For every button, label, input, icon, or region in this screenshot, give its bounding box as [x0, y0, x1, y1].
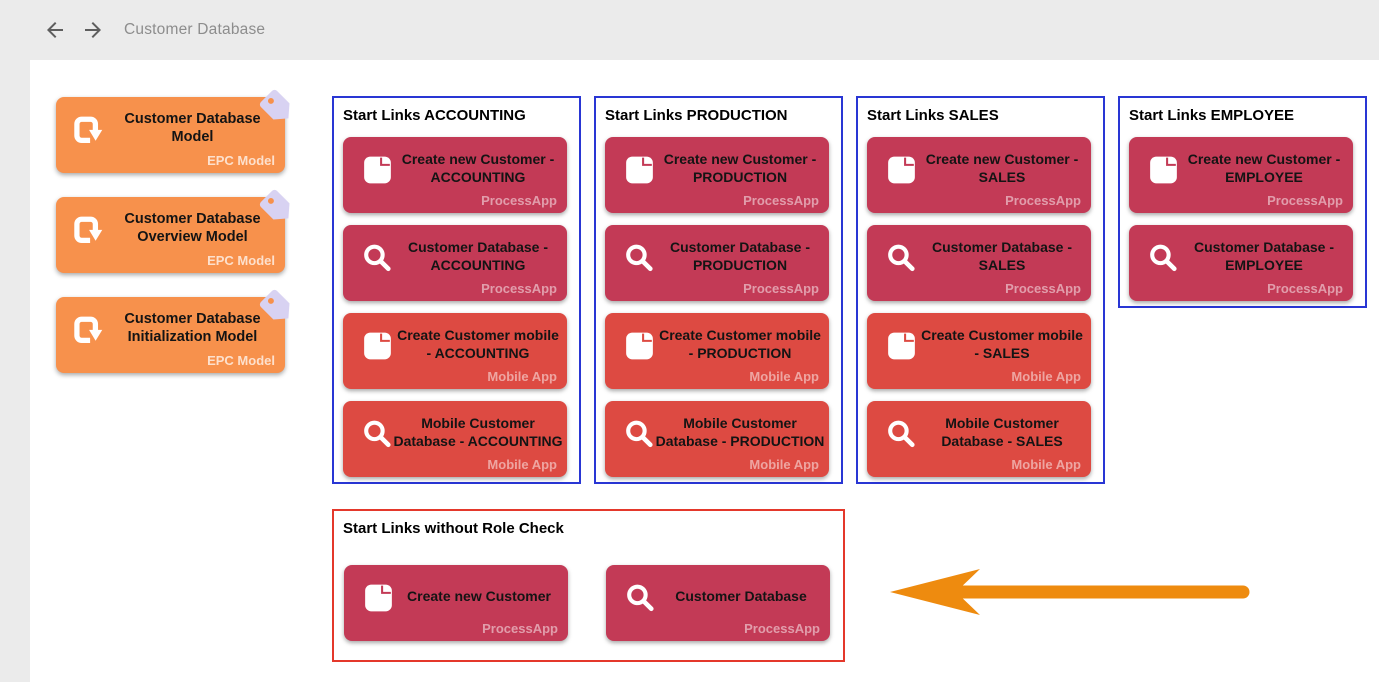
forward-button[interactable] [80, 17, 106, 43]
start-link-type-label: ProcessApp [481, 281, 557, 296]
group-title: Start Links SALES [867, 107, 999, 124]
tag-icon [256, 286, 298, 328]
search-icon [622, 579, 659, 621]
start-link-title: Create Customer mobile - SALES [921, 327, 1083, 361]
start-link-create-new-customer-production[interactable]: Create new Customer - PRODUCTION Process… [605, 137, 829, 213]
document-icon [359, 327, 396, 369]
epc-model-icon [69, 311, 107, 354]
start-link-title: Create new Customer - SALES [925, 151, 1079, 185]
page-title: Customer Database [124, 21, 266, 38]
group-title: Start Links ACCOUNTING [343, 107, 526, 124]
group-title: Start Links without Role Check [343, 520, 564, 537]
start-link-customer-database-sales[interactable]: Customer Database - SALES ProcessApp [867, 225, 1091, 301]
start-link-title: Mobile Customer Database - PRODUCTION [655, 415, 825, 449]
start-link-customer-database-production[interactable]: Customer Database - PRODUCTION ProcessAp… [605, 225, 829, 301]
model-type-label: EPC Model [207, 153, 275, 168]
document-icon [883, 327, 920, 369]
arrow-back-icon [47, 22, 63, 38]
document-icon [621, 327, 658, 369]
start-link-title: Customer Database - EMPLOYEE [1193, 239, 1335, 273]
group-accounting: Start Links ACCOUNTING Create new Custom… [332, 96, 581, 484]
start-link-customer-database-employee[interactable]: Customer Database - EMPLOYEE ProcessApp [1129, 225, 1353, 301]
start-link-type-label: Mobile App [749, 369, 819, 384]
model-type-label: EPC Model [207, 253, 275, 268]
start-link-title: Mobile Customer Database - ACCOUNTING [393, 415, 563, 449]
start-link-customer-database[interactable]: Customer Database ProcessApp [606, 565, 830, 641]
start-link-type-label: Mobile App [487, 369, 557, 384]
start-link-title: Create Customer mobile - PRODUCTION [659, 327, 821, 361]
group-production: Start Links PRODUCTION Create new Custom… [594, 96, 843, 484]
start-link-customer-database-accounting[interactable]: Customer Database - ACCOUNTING ProcessAp… [343, 225, 567, 301]
start-link-type-label: ProcessApp [1005, 193, 1081, 208]
start-link-title: Customer Database - ACCOUNTING [407, 239, 549, 273]
document-icon [883, 151, 920, 193]
document-icon [621, 151, 658, 193]
epc-model-icon [69, 211, 107, 254]
search-icon [359, 239, 396, 281]
start-link-mobile-customer-database-production[interactable]: Mobile Customer Database - PRODUCTION Mo… [605, 401, 829, 477]
start-link-type-label: Mobile App [1011, 369, 1081, 384]
search-icon [621, 239, 658, 281]
tag-icon [256, 86, 298, 128]
start-link-title: Create new Customer [407, 587, 551, 604]
start-link-type-label: Mobile App [749, 457, 819, 472]
document-icon [360, 579, 397, 621]
document-icon [359, 151, 396, 193]
search-icon [883, 239, 920, 281]
start-link-title: Mobile Customer Database - SALES [941, 415, 1063, 449]
start-link-mobile-customer-database-accounting[interactable]: Mobile Customer Database - ACCOUNTING Mo… [343, 401, 567, 477]
start-link-type-label: ProcessApp [743, 281, 819, 296]
start-link-title: Create new Customer - PRODUCTION [663, 151, 817, 185]
start-link-create-customer-mobile-sales[interactable]: Create Customer mobile - SALES Mobile Ap… [867, 313, 1091, 389]
start-link-type-label: ProcessApp [1267, 281, 1343, 296]
start-link-type-label: ProcessApp [743, 193, 819, 208]
start-link-type-label: ProcessApp [744, 621, 820, 636]
tag-icon [256, 186, 298, 228]
model-type-label: EPC Model [207, 353, 275, 368]
start-link-mobile-customer-database-sales[interactable]: Mobile Customer Database - SALES Mobile … [867, 401, 1091, 477]
start-link-title: Customer Database - SALES [931, 239, 1073, 273]
start-link-type-label: Mobile App [1011, 457, 1081, 472]
document-icon [1145, 151, 1182, 193]
group-sales: Start Links SALES Create new Customer - … [856, 96, 1105, 484]
start-link-title: Create new Customer - EMPLOYEE [1187, 151, 1341, 185]
start-link-type-label: ProcessApp [1005, 281, 1081, 296]
start-link-create-new-customer-employee[interactable]: Create new Customer - EMPLOYEE ProcessAp… [1129, 137, 1353, 213]
start-link-create-new-customer[interactable]: Create new Customer ProcessApp [344, 565, 568, 641]
start-link-type-label: ProcessApp [1267, 193, 1343, 208]
search-icon [883, 415, 920, 457]
start-link-type-label: ProcessApp [482, 621, 558, 636]
group-title: Start Links EMPLOYEE [1129, 107, 1295, 124]
group-title: Start Links PRODUCTION [605, 107, 788, 124]
orange-left-arrow-icon [888, 567, 1256, 617]
model-card-title: Customer Database Model [124, 110, 261, 145]
start-link-type-label: Mobile App [487, 457, 557, 472]
model-card-column: Customer Database Model EPC Model Custom… [56, 89, 290, 373]
start-link-title: Create new Customer - ACCOUNTING [401, 151, 555, 185]
model-card-customer-database-overview-model[interactable]: Customer Database Overview Model EPC Mod… [56, 189, 290, 273]
start-link-create-customer-mobile-accounting[interactable]: Create Customer mobile - ACCOUNTING Mobi… [343, 313, 567, 389]
start-link-create-new-customer-accounting[interactable]: Create new Customer - ACCOUNTING Process… [343, 137, 567, 213]
diagram-canvas: Customer Database Model EPC Model Custom… [30, 60, 1379, 682]
search-icon [621, 415, 658, 457]
search-icon [1145, 239, 1182, 281]
model-card-title: Customer Database Overview Model [124, 210, 261, 245]
model-card-customer-database-initialization-model[interactable]: Customer Database Initialization Model E… [56, 289, 290, 373]
topbar: Customer Database [0, 0, 1379, 60]
start-link-create-customer-mobile-production[interactable]: Create Customer mobile - PRODUCTION Mobi… [605, 313, 829, 389]
model-card-title: Customer Database Initialization Model [124, 310, 261, 345]
model-card-customer-database-model[interactable]: Customer Database Model EPC Model [56, 89, 290, 173]
group-employee: Start Links EMPLOYEE Create new Customer… [1118, 96, 1367, 308]
start-link-title: Create Customer mobile - ACCOUNTING [397, 327, 559, 361]
start-link-type-label: ProcessApp [481, 193, 557, 208]
epc-model-icon [69, 111, 107, 154]
start-link-create-new-customer-sales[interactable]: Create new Customer - SALES ProcessApp [867, 137, 1091, 213]
arrow-forward-icon [85, 22, 101, 38]
back-button[interactable] [42, 17, 68, 43]
search-icon [359, 415, 396, 457]
group-without-role-check: Start Links without Role Check Create ne… [332, 509, 845, 662]
start-link-title: Customer Database [675, 587, 807, 604]
start-link-title: Customer Database - PRODUCTION [669, 239, 811, 273]
